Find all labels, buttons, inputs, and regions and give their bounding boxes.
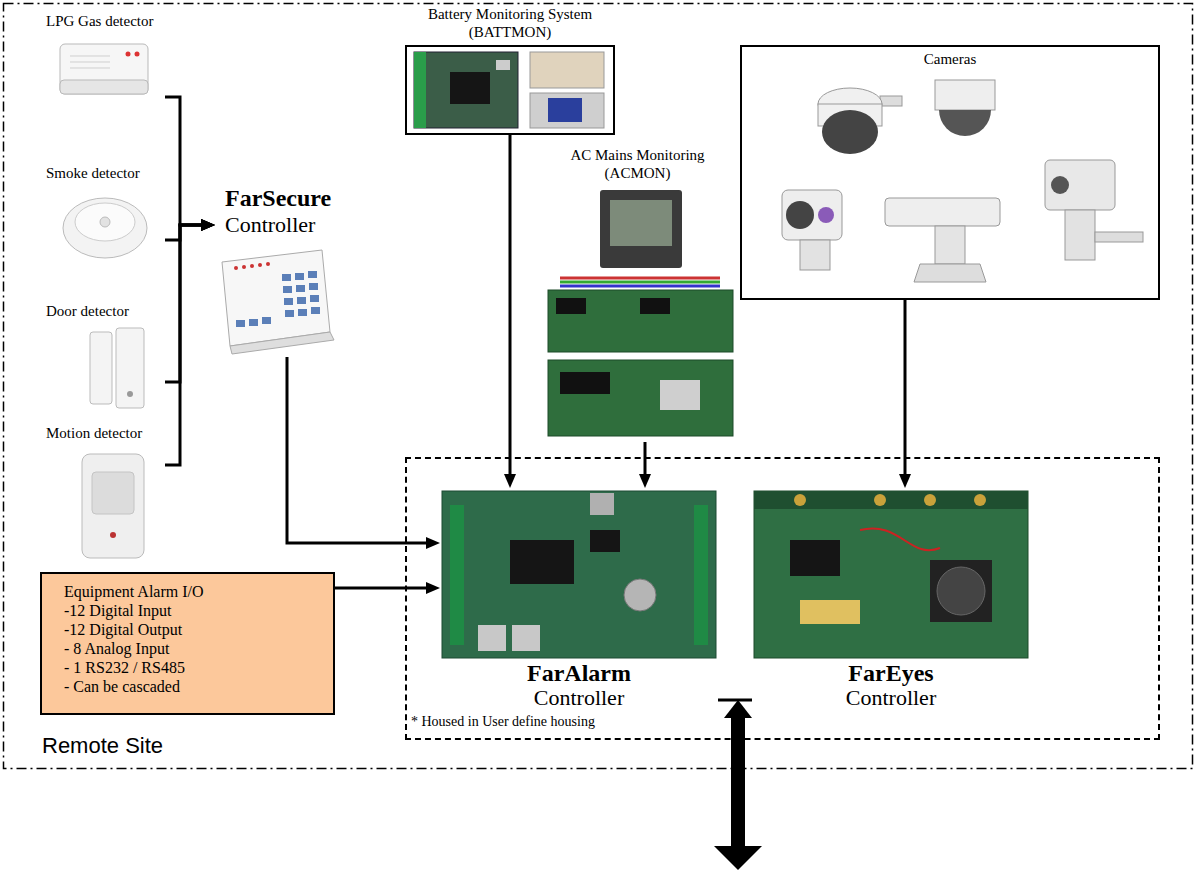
node-label: - 1 RS232 / RS485 [64, 658, 327, 677]
node-label: Controller [225, 212, 365, 238]
node-label: Controller [752, 686, 1030, 710]
node-label: FarSecure [225, 184, 365, 212]
camera-box: Cameras [740, 45, 1160, 300]
arrow-head [639, 474, 651, 488]
arrow-head [201, 219, 215, 231]
site-boundary [4, 4, 1193, 769]
node-label: Door detector [46, 302, 165, 320]
site-region: Remote Site LPG Gas detectorSmoke detecto… [3, 3, 1192, 768]
detector: Smoke detector [40, 160, 165, 268]
connector [509, 135, 512, 478]
connector [335, 587, 430, 590]
connector [287, 357, 430, 543]
controller-board: FarAlarmController [440, 488, 718, 710]
detector: Motion detector [40, 420, 165, 565]
monitor-unit: AC Mains Monitoring (ACMON) [540, 146, 735, 442]
node-label: Equipment Alarm I/O [64, 582, 327, 601]
connector [165, 97, 205, 225]
arrow-head [504, 474, 516, 488]
connector [904, 300, 907, 478]
node-label: AC Mains Monitoring (ACMON) [563, 146, 713, 182]
connector [644, 442, 647, 478]
node-label: -12 Digital Input [64, 601, 327, 620]
eyes-board-picture [754, 491, 1028, 658]
node-label: FarAlarm [440, 660, 718, 686]
gas-detector-picture [60, 44, 148, 94]
arrow-head [201, 219, 215, 231]
node-label: Smoke detector [46, 164, 165, 182]
connector [165, 225, 205, 465]
node-label: Motion detector [46, 424, 165, 442]
node-label: Cameras [742, 50, 1158, 68]
housing-box: * Housed in User define housingFarAlarmC… [405, 457, 1160, 740]
camera-pictures [782, 80, 1143, 282]
arrow-head [426, 537, 440, 549]
smoke-detector-picture [63, 198, 147, 258]
connector [718, 699, 752, 702]
node-label: LPG Gas detector [46, 12, 165, 30]
connector [165, 225, 205, 240]
node-label: Remote Site [42, 733, 1192, 759]
node-label: - Can be cascaded [64, 677, 327, 696]
node-label: FarEyes [752, 660, 1030, 686]
arrow-head [201, 219, 215, 231]
io-box: Equipment Alarm I/O-12 Digital Input-12 … [40, 572, 335, 715]
connector [165, 225, 205, 382]
arrow-head [201, 219, 215, 231]
battery-monitor-picture [414, 52, 604, 128]
alarm-board-picture [442, 491, 716, 658]
arrow-head [426, 582, 440, 594]
detector: LPG Gas detector [40, 8, 165, 108]
detector: Door detector [40, 298, 165, 416]
keypad-picture [222, 250, 334, 354]
motion-detector-picture [82, 454, 144, 558]
node-label: Controller [440, 686, 718, 710]
node-label: Battery Monitoring System (BATTMON) [407, 5, 613, 41]
node-label: -12 Digital Output [64, 620, 327, 639]
arrow-head [899, 474, 911, 488]
controller-board: FarEyesController [752, 488, 1030, 710]
monitor-box: Battery Monitoring System (BATTMON) [405, 45, 615, 135]
controller: FarSecureController [215, 182, 365, 357]
door-detector-picture [90, 328, 144, 408]
ac-monitor-picture [548, 190, 733, 436]
node-label: - 8 Analog Input [64, 639, 327, 658]
link-arrow [714, 700, 762, 870]
node-label: * Housed in User define housing [411, 713, 1158, 730]
